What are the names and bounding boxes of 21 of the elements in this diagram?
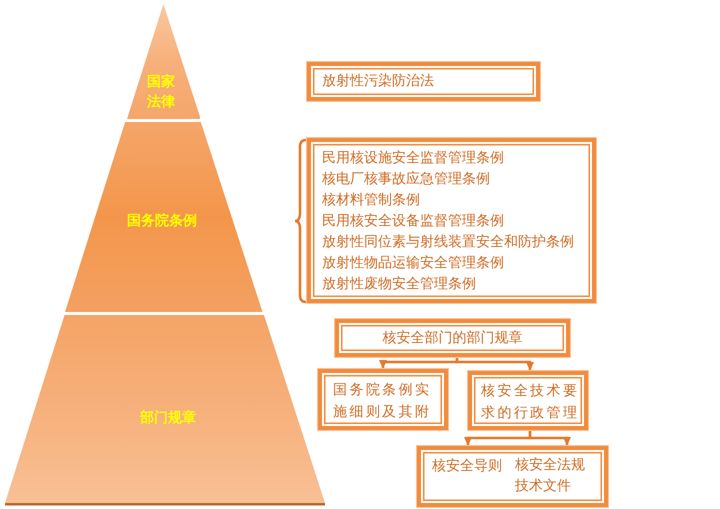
list-box: [307, 138, 596, 303]
list-item: 核材料管制条例: [322, 191, 420, 210]
tier-label: 部门规章: [140, 408, 196, 428]
regulation-text: 核安全法规技术文件: [515, 450, 589, 497]
process-box: 国务院条例实施细则及其附: [318, 369, 448, 430]
list-item: 放射性废物安全管理条例: [322, 275, 476, 294]
process-box: 核安全部门的部门规章: [335, 319, 570, 357]
arrow: [379, 357, 458, 369]
list-item: 放射性同位素与射线装置安全和防护条例: [322, 233, 574, 252]
list-item: 民用核设施安全监督管理条例: [322, 149, 504, 168]
law-box: 放射性污染防治法: [307, 62, 540, 101]
tier-label: 国务院条例: [126, 212, 197, 231]
process-box: 核安全技术要求的行政管理: [468, 371, 588, 430]
arrow: [528, 430, 571, 446]
list-item: 核电厂核事故应急管理条例: [322, 170, 490, 189]
arrow: [456, 357, 534, 371]
list-item: 民用核安全设备监督管理条例: [322, 212, 504, 231]
list-item: 放射性物品运输安全管理条例: [322, 254, 504, 273]
regulation-text: 核安全导则: [428, 450, 512, 476]
tier-label: 国家法律: [146, 72, 176, 112]
group-box: [417, 446, 608, 507]
